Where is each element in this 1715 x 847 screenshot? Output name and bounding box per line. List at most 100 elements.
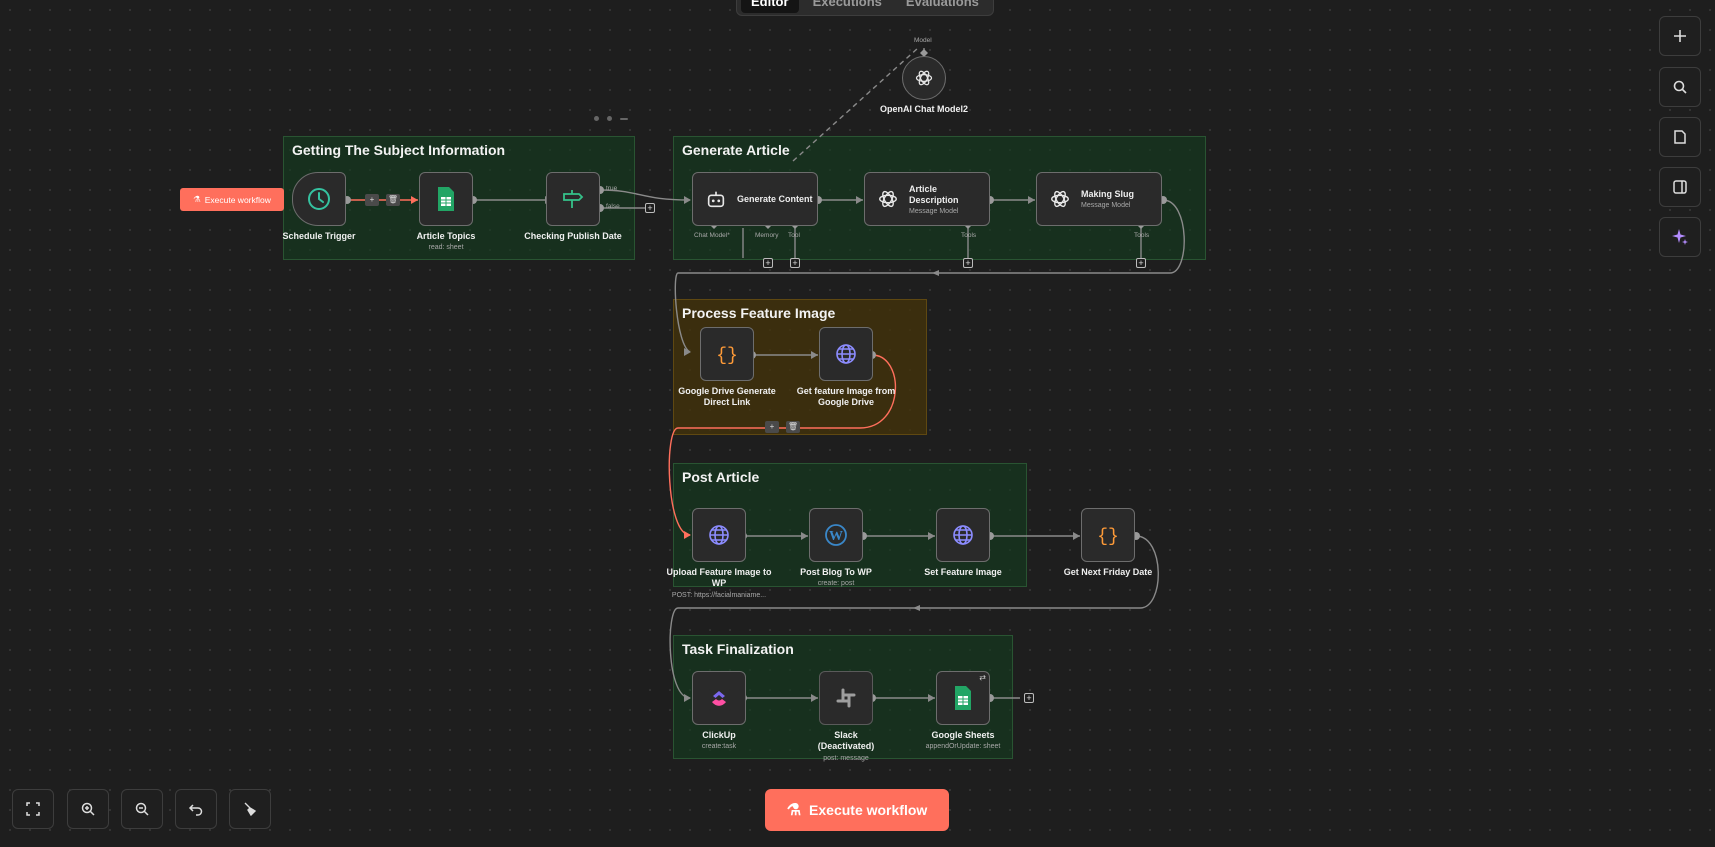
port-label-tools: Tools <box>961 232 977 239</box>
add-false-branch-button[interactable]: + <box>645 203 655 213</box>
sticky-note-tool-button[interactable] <box>1659 117 1701 157</box>
clock-icon <box>308 188 330 210</box>
add-tools-button[interactable]: + <box>963 258 973 268</box>
node-checking-publish-date[interactable] <box>546 172 600 226</box>
port-label-false: false <box>606 203 620 210</box>
add-node-tool-button[interactable] <box>1659 16 1701 56</box>
tab-executions[interactable]: Executions <box>812 0 882 9</box>
add-memory-button[interactable]: + <box>763 258 773 268</box>
group-title: Getting The Subject Information <box>292 142 506 158</box>
tab-evaluations[interactable]: Evaluations <box>905 0 979 9</box>
broom-icon <box>244 802 257 817</box>
port-label-tool: Tool <box>788 232 800 239</box>
reset-zoom-button[interactable] <box>175 789 217 829</box>
wordpress-icon: W <box>825 524 847 546</box>
node-subtitle: post: message <box>823 755 869 762</box>
svg-text:{}: {} <box>716 346 738 366</box>
code-braces-icon: {} <box>1097 527 1119 547</box>
fit-view-icon <box>26 802 40 816</box>
execute-workflow-label: Execute workflow <box>809 802 928 818</box>
add-next-node-button[interactable]: + <box>1024 693 1034 703</box>
add-node-button[interactable]: + <box>365 194 379 206</box>
group-title: Generate Article <box>682 142 790 158</box>
svg-text:{}: {} <box>1097 527 1119 547</box>
node-label: Upload Feature Image to WP <box>666 567 772 588</box>
tidy-up-button[interactable] <box>229 789 271 829</box>
group-title: Process Feature Image <box>682 305 836 321</box>
node-title: Article Description <box>909 183 959 205</box>
search-tool-button[interactable] <box>1659 67 1701 107</box>
node-set-feature-image[interactable] <box>936 508 990 562</box>
add-node-button[interactable]: + <box>765 421 779 433</box>
ai-assistant-button[interactable] <box>1659 217 1701 257</box>
fit-view-button[interactable] <box>12 789 54 829</box>
node-title: Making Slug <box>1081 189 1135 199</box>
node-schedule-trigger[interactable] <box>292 172 346 226</box>
if-signpost-icon <box>563 190 584 208</box>
port-label-model: Model <box>914 37 932 44</box>
node-article-topics[interactable] <box>419 172 473 226</box>
globe-icon <box>709 525 729 545</box>
svg-text:W: W <box>829 529 843 544</box>
delete-connection-button[interactable]: 🗑 <box>786 421 800 433</box>
node-subtitle: create:task <box>701 743 737 750</box>
zoom-in-button[interactable] <box>67 789 109 829</box>
openai-icon <box>915 70 933 86</box>
node-google-drive-direct-link[interactable]: {} <box>700 327 754 381</box>
port-label-chat-model: Chat Model* <box>694 232 730 239</box>
flask-icon: ⚗ <box>786 802 802 819</box>
node-label: OpenAI Chat Model2 <box>879 104 968 114</box>
node-subtitle: read: sheet <box>428 244 464 251</box>
execute-workflow-label: Execute workflow <box>204 194 271 205</box>
node-subtitle: Message Model <box>909 207 959 215</box>
add-tool-button[interactable]: + <box>790 258 800 268</box>
undo-icon <box>188 804 203 816</box>
sparkle-icon <box>1672 229 1688 245</box>
node-generate-content[interactable]: Generate Content <box>692 172 818 226</box>
node-subtitle: appendOrUpdate: sheet <box>925 743 1001 750</box>
node-get-next-friday[interactable]: {} <box>1081 508 1135 562</box>
toggle-panel-button[interactable] <box>1659 167 1701 207</box>
zoom-in-icon <box>81 802 95 816</box>
node-post-blog-wp[interactable]: W <box>809 508 863 562</box>
slack-icon <box>836 688 856 708</box>
node-label: ClickUp <box>702 730 736 740</box>
execute-workflow-button[interactable]: ⚗ Execute workflow <box>765 789 949 831</box>
execute-workflow-trigger-button[interactable]: ⚗ Execute workflow <box>180 188 284 211</box>
zoom-out-button[interactable] <box>121 789 163 829</box>
flask-icon: ⚗ <box>193 194 201 204</box>
sticky-handles[interactable] <box>594 116 628 121</box>
google-sheets-icon <box>955 686 971 710</box>
node-get-feature-image[interactable] <box>819 327 873 381</box>
delete-connection-button[interactable]: 🗑 <box>386 194 400 206</box>
sync-icon: ⇄ <box>979 673 986 682</box>
code-braces-icon: {} <box>716 346 738 366</box>
port-label-true: true <box>606 185 618 192</box>
node-label: Schedule Trigger <box>282 231 356 241</box>
add-tools-button[interactable]: + <box>1136 258 1146 268</box>
sticky-note-icon <box>1674 130 1686 144</box>
node-openai-chat-model[interactable] <box>902 56 946 100</box>
node-label: Checking Publish Date <box>524 231 622 241</box>
node-google-sheets[interactable]: ⇄ <box>936 671 990 725</box>
tab-editor[interactable]: Editor <box>741 0 799 13</box>
ai-agent-robot-icon <box>707 191 725 208</box>
node-making-slug[interactable]: Making Slug Message Model <box>1036 172 1162 226</box>
node-label: Slack (Deactivated) <box>817 730 875 751</box>
clickup-icon <box>712 691 726 706</box>
node-slack-deactivated[interactable] <box>819 671 873 725</box>
node-label: Set Feature Image <box>924 567 1002 577</box>
node-subtitle: Message Model <box>1081 202 1131 209</box>
node-clickup[interactable] <box>692 671 746 725</box>
port-label-tools: Tools <box>1134 232 1150 239</box>
globe-icon <box>836 344 856 364</box>
zoom-out-icon <box>135 802 149 816</box>
node-upload-feature-image[interactable] <box>692 508 746 562</box>
port-label-memory: Memory <box>755 232 779 239</box>
node-article-description[interactable]: Article Description Message Model <box>864 172 990 226</box>
google-sheets-icon <box>438 187 454 211</box>
node-subtitle: create: post <box>817 580 855 587</box>
node-label: Post Blog To WP <box>800 567 872 577</box>
search-icon <box>1673 80 1687 94</box>
